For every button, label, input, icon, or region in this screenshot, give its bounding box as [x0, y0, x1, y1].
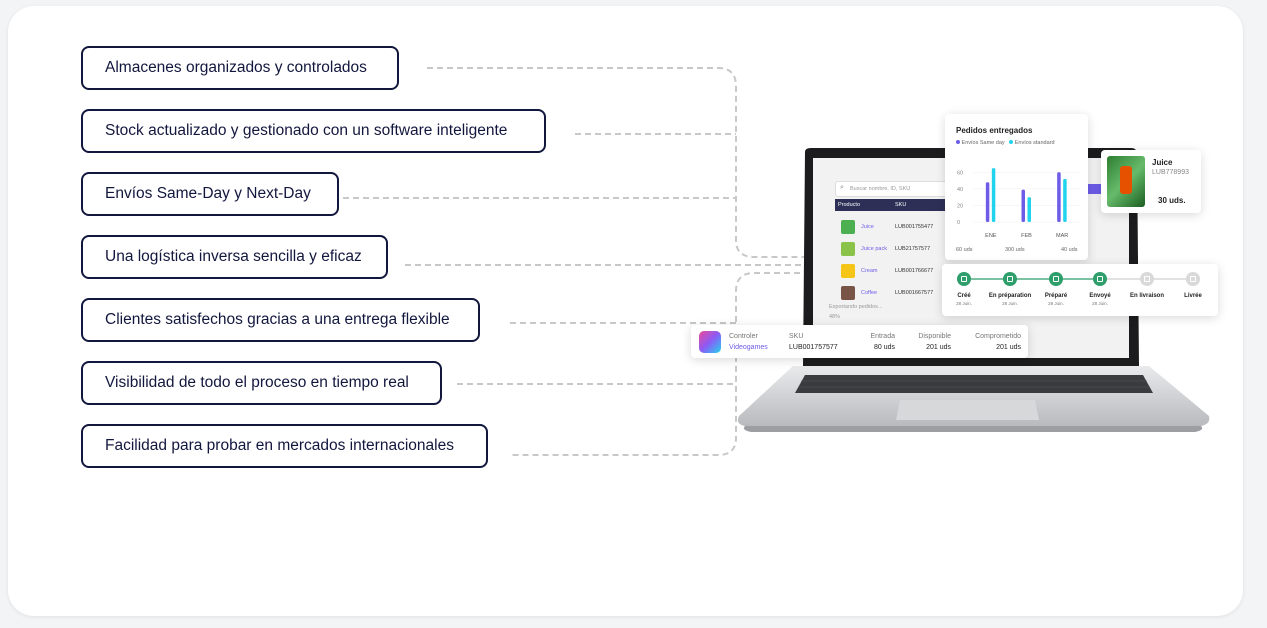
col-sku: SKU — [895, 202, 907, 208]
screen-action-button[interactable] — [1075, 184, 1105, 194]
feature-international: Facilidad para probar en mercados intern… — [81, 424, 488, 468]
row-name: Cream — [861, 268, 878, 274]
chart-title: Pedidos entregados — [956, 126, 1033, 135]
feature-label: Una logística inversa sencilla y eficaz — [105, 248, 362, 265]
product-name: Juice — [1152, 158, 1173, 167]
entrada-value: 80 uds — [873, 344, 895, 351]
chart-bar — [1057, 172, 1061, 222]
step-label: Livrée — [1184, 293, 1202, 299]
row-qty: 40 uds — [1061, 247, 1078, 253]
feature-label: Stock actualizado y gestionado con un so… — [105, 122, 508, 139]
row-qty: 300 uds — [1005, 247, 1025, 253]
product-thumb — [841, 220, 855, 234]
product-thumb — [841, 264, 855, 278]
step-label: En préparation — [988, 293, 1032, 299]
row-sku: LUB001755477 — [895, 224, 934, 230]
feature-warehouses: Almacenes organizados y controlados — [81, 46, 399, 90]
entrada-label: Entrada — [870, 333, 895, 340]
orders-chart-card: Pedidos entregados Envíos Same day Envío… — [945, 114, 1088, 260]
table-row[interactable]: Cream LUB001766677 — [835, 262, 945, 280]
product-thumb — [841, 286, 855, 300]
row-name: Coffee — [861, 290, 878, 296]
disponible-value: 201 uds — [926, 344, 951, 351]
feature-visibility: Visibilidad de todo el proceso en tiempo… — [81, 361, 442, 405]
comprometido-value: 201 uds — [996, 344, 1021, 351]
feature-reverse-logistics: Una logística inversa sencilla y eficaz — [81, 235, 388, 279]
legend-series-2: Envíos standard — [1014, 140, 1055, 146]
chart-bar — [1063, 178, 1067, 222]
chart-bar — [1021, 189, 1025, 222]
inventory-summary: Controler Videogames SKU LUB001757577 En… — [691, 325, 1028, 358]
x-tick-label: MAR — [1056, 233, 1068, 239]
col-product: Producto — [838, 202, 861, 208]
chart-bar — [1027, 197, 1031, 222]
step-icon — [1003, 272, 1017, 286]
x-tick-label: ENE — [985, 233, 997, 239]
row-sku: LUB21757577 — [895, 246, 931, 252]
y-tick-label: 20 — [957, 203, 963, 209]
product-sku: LUB778993 — [1152, 169, 1189, 176]
feature-label: Clientes satisfechos gracias a una entre… — [105, 311, 450, 328]
chart-bar — [985, 182, 990, 222]
step-label: Préparé — [1044, 293, 1068, 299]
product-thumb — [841, 242, 855, 256]
step-date: 28 Juin. — [1048, 301, 1064, 306]
shipment-tracker: Créé 28 Juin. En préparation 28 Juin. Prépar… — [942, 264, 1218, 316]
step-label: En livraison — [1129, 293, 1164, 299]
search-icon: ⌕ — [840, 184, 844, 191]
chart-legend: Envíos Same day Envíos standard — [956, 140, 1055, 146]
export-status: Exportando pedidos... — [829, 304, 883, 310]
step-label: Envoyé — [1089, 293, 1111, 299]
step-icon — [1093, 272, 1107, 286]
feature-label: Envíos Same-Day y Next-Day — [105, 185, 311, 202]
product-qty: 30 uds. — [1158, 196, 1186, 205]
step-icon — [1186, 272, 1200, 286]
sku-label: SKU — [789, 333, 804, 340]
feature-shipping: Envíos Same-Day y Next-Day — [81, 172, 339, 216]
row-name: Juice — [861, 224, 874, 230]
row-name: Juice pack — [861, 246, 887, 252]
inventory-category: Videogames — [729, 344, 768, 351]
y-tick-label: 0 — [957, 220, 960, 226]
step-date: 28 Juin. — [956, 301, 972, 306]
search-placeholder: Buscar nombre, ID, SKU — [850, 186, 911, 192]
step-icon — [1140, 272, 1154, 286]
sku-value: LUB001757577 — [789, 344, 838, 351]
step-icon — [957, 272, 971, 286]
step-date: 28 Juin. — [1002, 301, 1018, 306]
y-tick-label: 40 — [957, 187, 963, 193]
table-row[interactable]: Juice pack LUB21757577 — [835, 240, 945, 258]
step-icon — [1049, 272, 1063, 286]
row-qty: 60 uds — [956, 247, 973, 253]
table-row[interactable]: Coffee LUB001667577 — [835, 284, 945, 302]
table-header: Producto SKU — [835, 199, 945, 211]
feature-flexible-delivery: Clientes satisfechos gracias a una entre… — [81, 298, 480, 342]
inventory-product: Controler — [729, 333, 758, 340]
comprometido-label: Comprometido — [975, 333, 1021, 340]
product-card: Juice LUB778993 30 uds. — [1101, 150, 1201, 213]
feature-label: Facilidad para probar en mercados intern… — [105, 437, 454, 454]
product-image — [1107, 156, 1145, 207]
feature-label: Almacenes organizados y controlados — [105, 59, 367, 76]
y-tick-label: 60 — [957, 170, 963, 176]
feature-stock: Stock actualizado y gestionado con un so… — [81, 109, 546, 153]
table-row[interactable]: Juice LUB001755477 — [835, 218, 945, 236]
gamepad-icon — [699, 331, 721, 353]
chart-bar — [991, 168, 996, 222]
step-date: 28 Juin. — [1092, 301, 1108, 306]
x-tick-label: FEB — [1021, 233, 1032, 239]
disponible-label: Disponible — [918, 333, 951, 340]
legend-series-1: Envíos Same day — [961, 140, 1005, 146]
step-label: Créé — [957, 293, 971, 299]
row-sku: LUB001667577 — [895, 290, 934, 296]
feature-label: Visibilidad de todo el proceso en tiempo… — [105, 374, 409, 391]
export-percent: 48% — [829, 314, 841, 320]
row-sku: LUB001766677 — [895, 268, 934, 274]
